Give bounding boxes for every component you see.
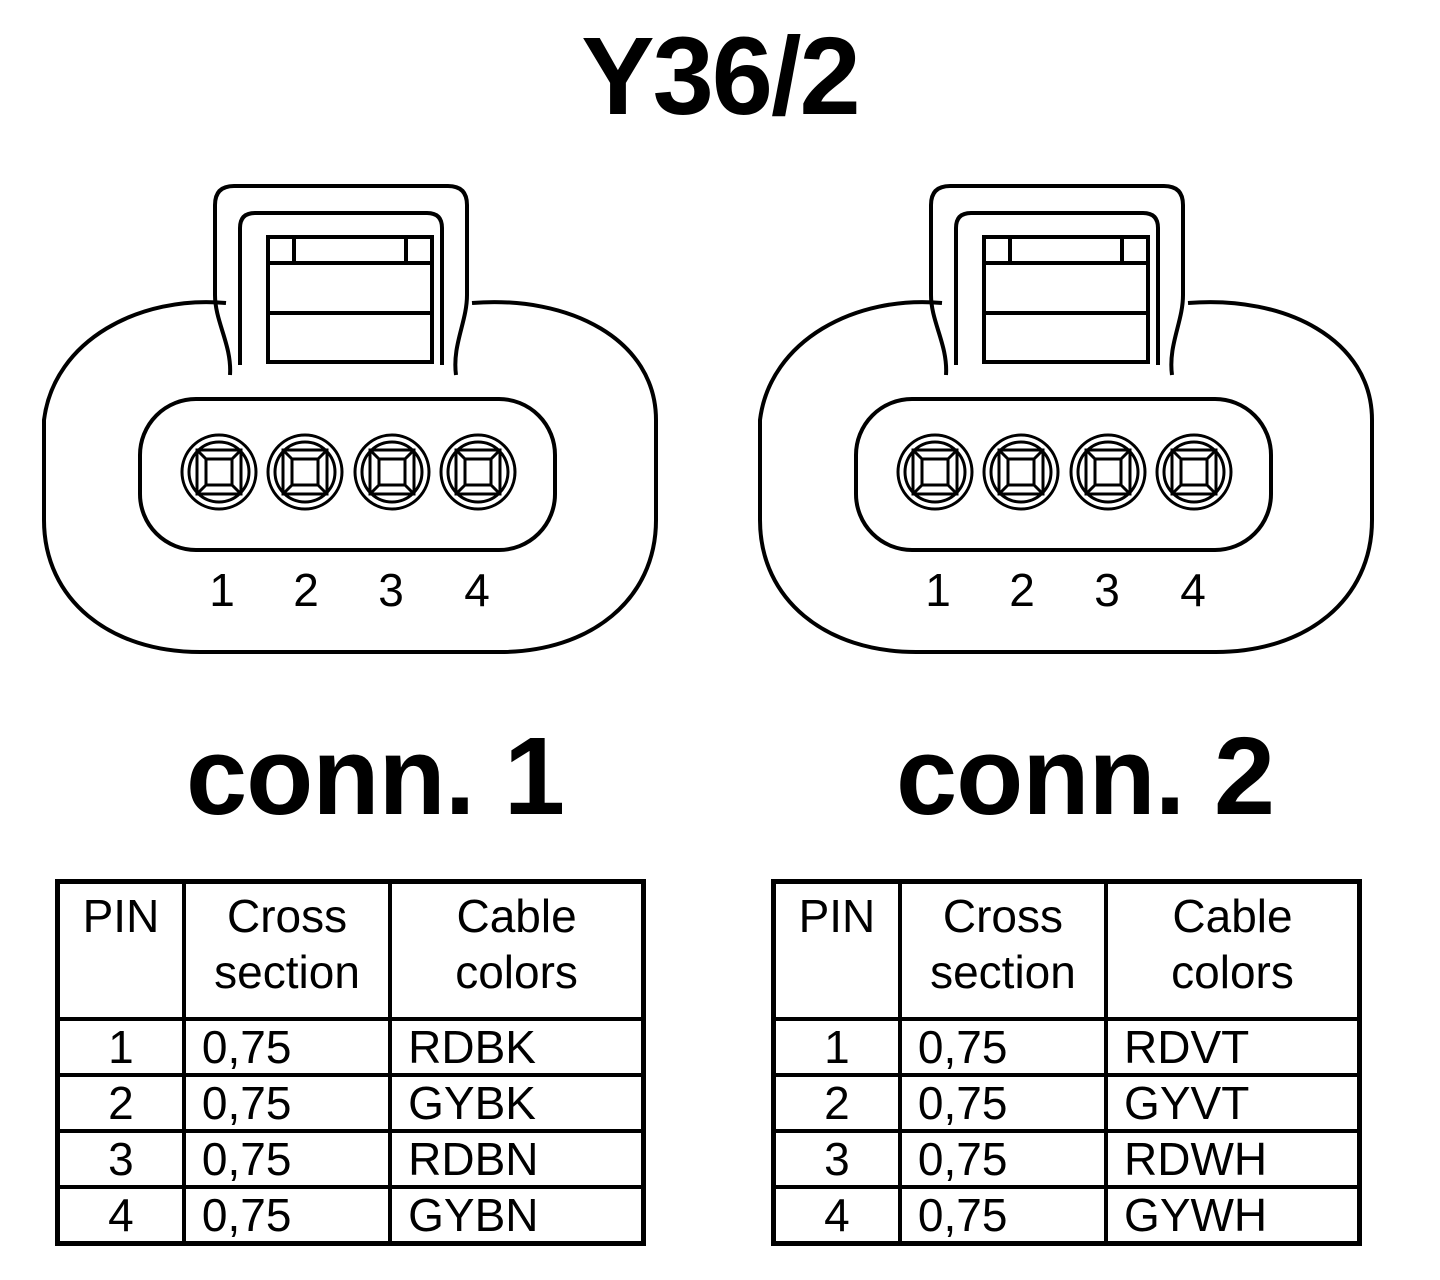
pin-number: 4 bbox=[1180, 564, 1206, 616]
connector-2-pin-cavity bbox=[854, 397, 1273, 552]
cable-color-cell: GYBN bbox=[388, 1185, 646, 1246]
connector-2-pin-table: PIN Cross section Cable colors 1 0,75 RD… bbox=[771, 879, 1362, 1246]
cross-section-cell: 0,75 bbox=[897, 1073, 1109, 1133]
pin-terminal bbox=[1069, 433, 1147, 511]
connector-1-pin-numbers: 1 2 3 4 bbox=[209, 564, 490, 616]
table-row: 1 0,75 RDVT bbox=[771, 1017, 1362, 1077]
pin-header: PIN bbox=[771, 879, 902, 1021]
pin-cell: 3 bbox=[771, 1129, 902, 1189]
pin-terminal bbox=[896, 433, 974, 511]
cross-section-cell: 0,75 bbox=[897, 1185, 1109, 1246]
pin-number: 3 bbox=[1094, 564, 1120, 616]
connector-2-label: conn. 2 bbox=[896, 715, 1275, 838]
table-row: 4 0,75 GYWH bbox=[771, 1185, 1362, 1246]
pin-cell: 2 bbox=[771, 1073, 902, 1133]
connector-1-pin-cavity bbox=[138, 397, 557, 552]
table-row: 4 0,75 GYBN bbox=[55, 1185, 646, 1246]
pin-cell: 3 bbox=[55, 1129, 186, 1189]
table-header-row: PIN Cross section Cable colors bbox=[771, 879, 1362, 1021]
table-row: 3 0,75 RDWH bbox=[771, 1129, 1362, 1189]
pin-terminal bbox=[180, 433, 258, 511]
cable-colors-header: Cable colors bbox=[388, 879, 646, 1021]
cross-section-cell: 0,75 bbox=[181, 1129, 393, 1189]
pin-terminal bbox=[1155, 433, 1233, 511]
pin-terminal bbox=[439, 433, 517, 511]
cable-colors-header: Cable colors bbox=[1104, 879, 1362, 1021]
pin-cell: 1 bbox=[55, 1017, 186, 1077]
pin-number: 3 bbox=[378, 564, 404, 616]
table-row: 3 0,75 RDBN bbox=[55, 1129, 646, 1189]
connector-1-pins bbox=[180, 433, 517, 511]
cable-color-cell: RDBK bbox=[388, 1017, 646, 1077]
pin-number: 1 bbox=[925, 564, 951, 616]
connector-2-pins bbox=[896, 433, 1233, 511]
cross-section-cell: 0,75 bbox=[181, 1073, 393, 1133]
cable-color-cell: RDVT bbox=[1104, 1017, 1362, 1077]
connector-1-label: conn. 1 bbox=[186, 715, 565, 838]
pin-number: 2 bbox=[1009, 564, 1035, 616]
pin-cell: 1 bbox=[771, 1017, 902, 1077]
connector-2-body bbox=[758, 300, 1374, 654]
pin-number: 4 bbox=[464, 564, 490, 616]
connector-1-face: 1 2 3 4 bbox=[42, 184, 658, 654]
cross-section-header: Cross section bbox=[897, 879, 1109, 1021]
cable-color-cell: RDBN bbox=[388, 1129, 646, 1189]
connector-1-body bbox=[42, 300, 658, 654]
cross-section-cell: 0,75 bbox=[897, 1129, 1109, 1189]
cable-color-cell: GYBK bbox=[388, 1073, 646, 1133]
table-row: 1 0,75 RDBK bbox=[55, 1017, 646, 1077]
cross-section-cell: 0,75 bbox=[181, 1185, 393, 1246]
connector-2-latch bbox=[929, 184, 1185, 376]
connector-2-pin-numbers: 1 2 3 4 bbox=[925, 564, 1206, 616]
pin-terminal bbox=[266, 433, 344, 511]
pin-cell: 4 bbox=[771, 1185, 902, 1246]
pin-number: 2 bbox=[293, 564, 319, 616]
connector-1-latch bbox=[213, 184, 469, 376]
pin-terminal bbox=[982, 433, 1060, 511]
table-row: 2 0,75 GYVT bbox=[771, 1073, 1362, 1133]
cable-color-cell: RDWH bbox=[1104, 1129, 1362, 1189]
diagram-title: Y36/2 bbox=[581, 15, 860, 138]
pin-terminal bbox=[353, 433, 431, 511]
cross-section-cell: 0,75 bbox=[181, 1017, 393, 1077]
cross-section-header: Cross section bbox=[181, 879, 393, 1021]
pin-cell: 4 bbox=[55, 1185, 186, 1246]
pin-number: 1 bbox=[209, 564, 235, 616]
connector-2-face: 1 2 3 4 bbox=[758, 184, 1374, 654]
cable-color-cell: GYWH bbox=[1104, 1185, 1362, 1246]
pin-header: PIN bbox=[55, 879, 186, 1021]
pin-cell: 2 bbox=[55, 1073, 186, 1133]
cross-section-cell: 0,75 bbox=[897, 1017, 1109, 1077]
connector-1-pin-table: PIN Cross section Cable colors 1 0,75 RD… bbox=[55, 879, 646, 1246]
table-header-row: PIN Cross section Cable colors bbox=[55, 879, 646, 1021]
table-row: 2 0,75 GYBK bbox=[55, 1073, 646, 1133]
cable-color-cell: GYVT bbox=[1104, 1073, 1362, 1133]
